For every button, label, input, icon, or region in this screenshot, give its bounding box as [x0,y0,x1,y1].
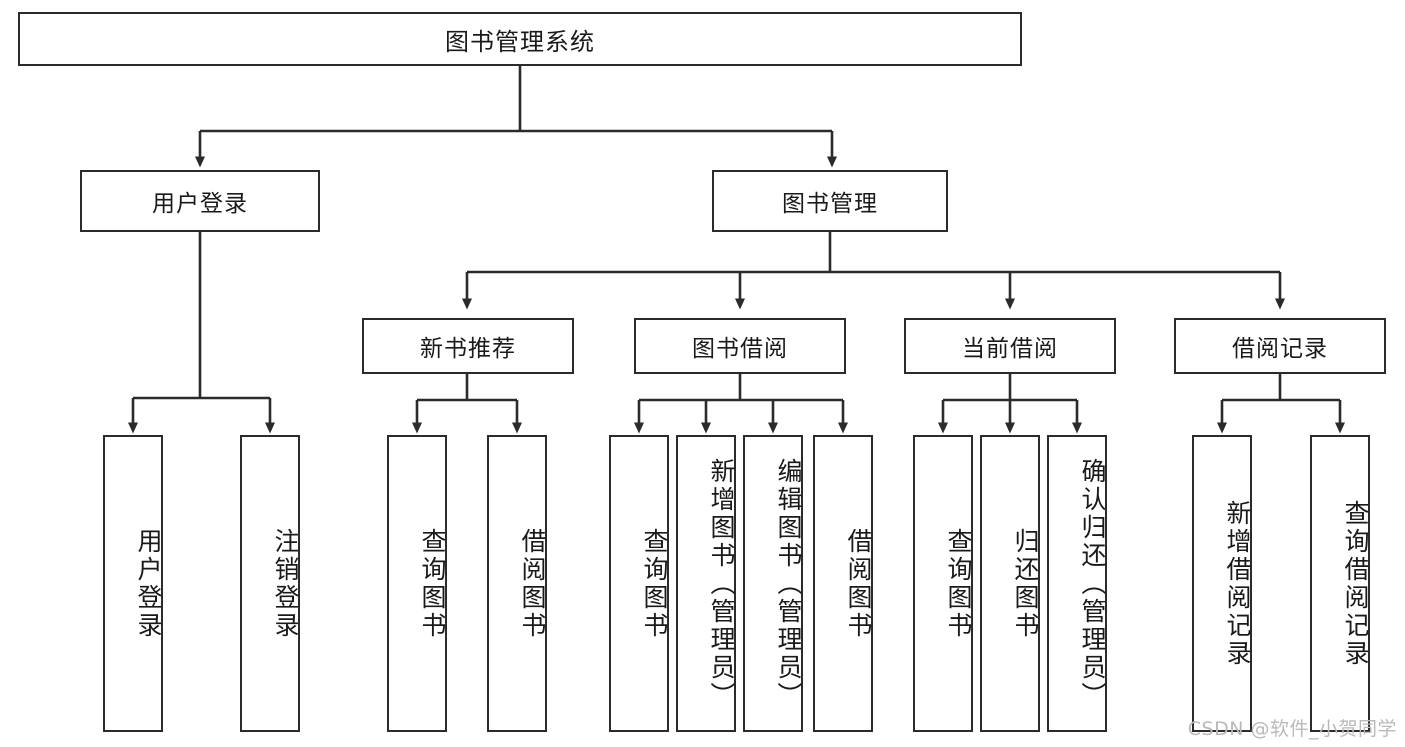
node-label: 查询图书 [418,527,447,640]
leaf-borrow-book-borrow[interactable]: 借阅图书 [813,435,873,732]
leaf-user-login[interactable]: 用户登录 [103,435,163,732]
node-label: 查询图书 [640,527,669,640]
leaf-return-book[interactable]: 归还图书 [980,435,1040,732]
node-book-borrow[interactable]: 图书借阅 [634,318,846,374]
node-label: 注销登录 [271,527,300,640]
node-label: 用户登录 [152,191,248,217]
node-book-management[interactable]: 图书管理 [712,170,948,232]
leaf-borrow-book-recommend[interactable]: 借阅图书 [487,435,547,732]
node-label: 查询图书 [944,527,973,640]
leaf-query-book-current[interactable]: 查询图书 [913,435,973,732]
node-label: 借阅图书 [518,527,547,640]
leaf-query-book-borrow[interactable]: 查询图书 [609,435,669,732]
node-label: 图书管理系统 [445,27,595,56]
node-label: 查询借阅记录 [1341,499,1370,668]
node-user-login[interactable]: 用户登录 [80,170,320,232]
node-label: 图书管理 [782,191,878,217]
leaf-add-borrow-record[interactable]: 新增借阅记录 [1192,435,1252,732]
node-current-borrow[interactable]: 当前借阅 [904,318,1116,374]
node-label: 借阅图书 [844,527,873,640]
node-label: 借阅记录 [1232,336,1328,362]
node-label: 新增借阅记录 [1223,499,1252,668]
leaf-confirm-return-admin[interactable]: 确认归还（管理员） [1047,435,1107,732]
watermark: CSDN @软件_小贺同学 [1187,718,1397,740]
node-borrow-record[interactable]: 借阅记录 [1174,318,1386,374]
node-root-book-management-system[interactable]: 图书管理系统 [18,12,1022,66]
node-label: 用户登录 [134,527,163,640]
node-label: 图书借阅 [692,336,788,362]
node-label: 确认归还（管理员） [1078,457,1107,710]
node-label: 新书推荐 [420,336,516,362]
leaf-logout-login[interactable]: 注销登录 [240,435,300,732]
leaf-query-book-recommend[interactable]: 查询图书 [387,435,447,732]
node-label: 当前借阅 [962,336,1058,362]
leaf-query-borrow-record[interactable]: 查询借阅记录 [1310,435,1370,732]
leaf-add-book-admin[interactable]: 新增图书（管理员） [676,435,736,732]
node-label: 编辑图书（管理员） [774,457,803,710]
leaf-edit-book-admin[interactable]: 编辑图书（管理员） [743,435,803,732]
node-label: 归还图书 [1011,527,1040,640]
node-label: 新增图书（管理员） [707,457,736,710]
node-new-book-recommend[interactable]: 新书推荐 [362,318,574,374]
